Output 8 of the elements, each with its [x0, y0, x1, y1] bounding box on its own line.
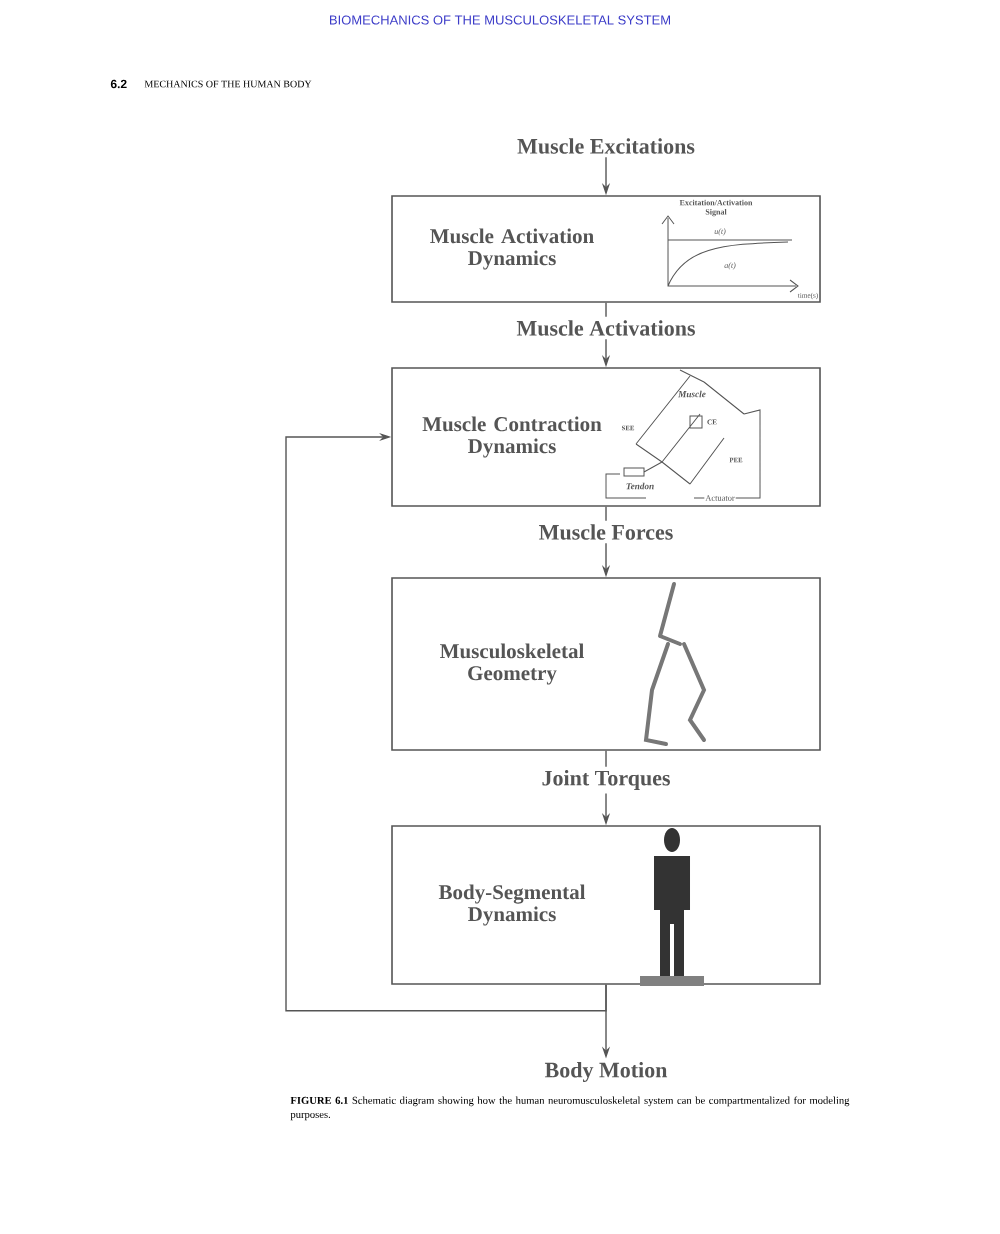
process-box: Body-Segmental Dynamics — [391, 825, 821, 985]
flow-label: Body Motion — [544, 1062, 668, 1082]
process-box: Musculoskeletal Geometry — [391, 577, 821, 751]
flow-label: Joint Torques — [542, 770, 670, 790]
arrow — [285, 432, 607, 1012]
flow-label: Muscle Excitations — [517, 138, 695, 154]
flow-label: Muscle Forces — [539, 524, 673, 540]
flow-label: Muscle Activations — [516, 320, 695, 336]
